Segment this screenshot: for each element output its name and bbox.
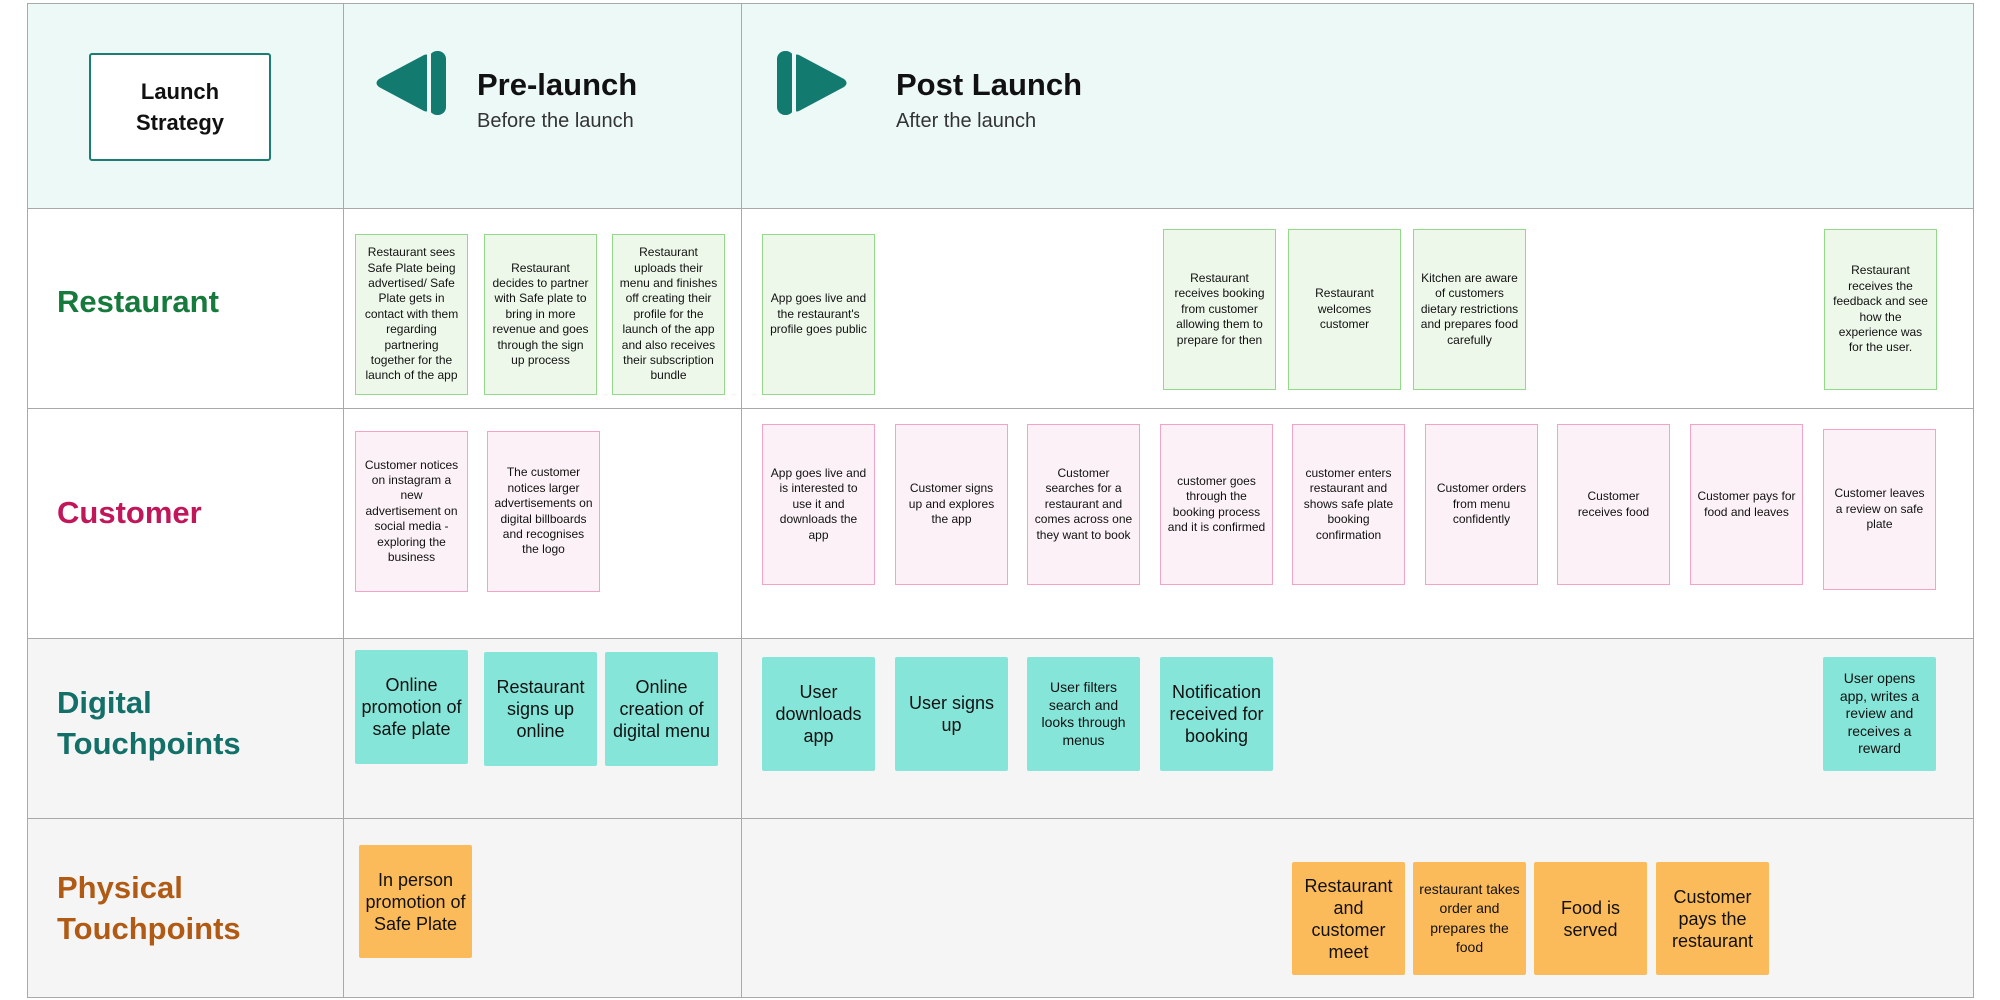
customer-note: The customer notices larger advertisemen… (487, 431, 600, 592)
grid-line (741, 3, 742, 998)
grid-line (27, 818, 1974, 819)
customer-note: Customer searches for a restaurant and c… (1027, 424, 1140, 585)
digital-touchpoint-note: Online creation of digital menu (605, 652, 718, 766)
post-launch-subtitle: After the launch (896, 110, 1037, 132)
digital-touchpoint-note: User filters search and looks through me… (1027, 657, 1140, 771)
customer-note: Customer leaves a review on safe plate (1823, 429, 1936, 590)
restaurant-note: Restaurant sees Safe Plate being adverti… (355, 234, 468, 395)
digital-touchpoint-note: User signs up (895, 657, 1008, 771)
row-label-digital-touchpoints: Digital Touchpoints (57, 685, 241, 761)
grid-line (27, 3, 1974, 4)
grid-line (27, 3, 28, 998)
customer-note: Customer signs up and explores the app (895, 424, 1008, 585)
grid-line (1973, 3, 1974, 998)
pre-launch-title: Pre-launch (477, 67, 638, 102)
row-label-customer: Customer (57, 495, 202, 530)
restaurant-note: Restaurant welcomes customer (1288, 229, 1401, 390)
physical-touchpoint-note: restaurant takes order and prepares the … (1413, 862, 1526, 975)
customer-note: Customer receives food (1557, 424, 1670, 585)
grid-line (27, 638, 1974, 639)
restaurant-note: Restaurant uploads their menu and finish… (612, 234, 725, 395)
physical-touchpoint-note: Customer pays the restaurant (1656, 862, 1769, 975)
fast-forward-icon (777, 51, 847, 115)
row-label-physical-touchpoints: Physical Touchpoints (57, 870, 241, 946)
physical-touchpoint-note: Food is served (1534, 862, 1647, 975)
physical-touchpoint-note: In person promotion of Safe Plate (359, 845, 472, 958)
restaurant-note: Kitchen are aware of customers dietary r… (1413, 229, 1526, 390)
grid-line (27, 408, 1974, 409)
rewind-icon (376, 51, 446, 115)
digital-touchpoint-note: User downloads app (762, 657, 875, 771)
customer-note: customer enters restaurant and shows saf… (1292, 424, 1405, 585)
restaurant-note: Restaurant decides to partner with Safe … (484, 234, 597, 395)
customer-note: Customer pays for food and leaves (1690, 424, 1803, 585)
customer-note: customer goes through the booking proces… (1160, 424, 1273, 585)
restaurant-note: App goes live and the restaurant's profi… (762, 234, 875, 395)
grid-line (343, 3, 344, 998)
customer-note: App goes live and is interested to use i… (762, 424, 875, 585)
digital-touchpoint-note: User opens app, writes a review and rece… (1823, 657, 1936, 771)
customer-note: Customer orders from menu confidently (1425, 424, 1538, 585)
pre-launch-subtitle: Before the launch (477, 110, 634, 132)
restaurant-band (27, 208, 1974, 408)
physical-touchpoint-note: Restaurant and customer meet (1292, 862, 1405, 975)
restaurant-note: Restaurant receives booking from custome… (1163, 229, 1276, 390)
post-launch-title: Post Launch (896, 67, 1083, 102)
restaurant-note: Restaurant receives the feedback and see… (1824, 229, 1937, 390)
digital-touchpoint-note: Online promotion of safe plate (355, 650, 468, 764)
launch-strategy-label: Launch Strategy (89, 53, 271, 161)
digital-touchpoint-note: Restaurant signs up online (484, 652, 597, 766)
header-band (27, 3, 1974, 208)
grid-line (27, 997, 1974, 998)
digital-touchpoint-note: Notification received for booking (1160, 657, 1273, 771)
row-label-restaurant: Restaurant (57, 284, 219, 319)
physical-band (27, 818, 1974, 997)
customer-note: Customer notices on instagram a new adve… (355, 431, 468, 592)
grid-line (27, 208, 1974, 209)
